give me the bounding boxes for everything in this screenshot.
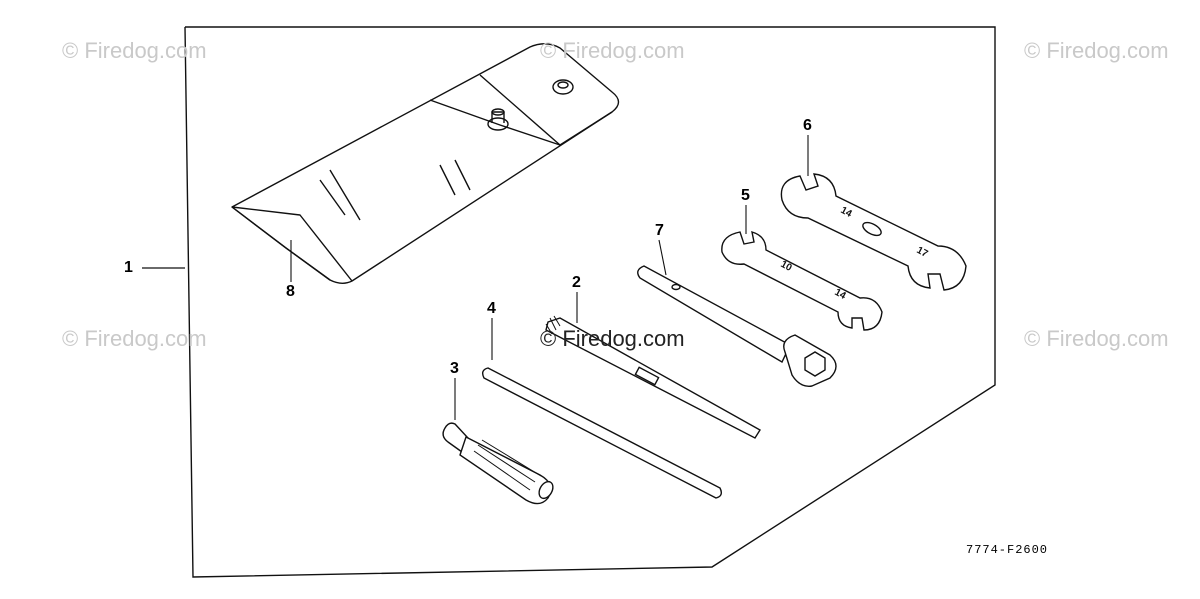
callout-5: 5 (741, 187, 750, 204)
screwdriver-handle (442, 422, 554, 505)
watermark-top-right: © Firedog.com (1024, 38, 1169, 63)
callout-1: 1 (124, 259, 133, 276)
open-wrench-small: 10 14 (721, 231, 883, 331)
watermark-mid-left: © Firedog.com (62, 326, 207, 351)
svg-text:14: 14 (833, 287, 848, 302)
callout-3: 3 (450, 360, 459, 377)
watermark-center: © Firedog.com (540, 326, 685, 351)
watermark-mid-right: © Firedog.com (1024, 326, 1169, 351)
socket-wrench (637, 265, 837, 387)
watermark-top-left: © Firedog.com (62, 38, 207, 63)
screwdriver-shaft (545, 315, 761, 439)
tool-bag (231, 43, 620, 284)
leader-line-7 (658, 239, 667, 276)
extension-rod (481, 367, 723, 499)
frame-outline (184, 26, 996, 578)
svg-text:17: 17 (915, 245, 930, 260)
open-wrench-large: 14 17 (780, 173, 967, 291)
callout-8: 8 (286, 283, 295, 300)
watermark-top-center: © Firedog.com (540, 38, 685, 63)
callout-6: 6 (803, 117, 812, 134)
svg-text:14: 14 (839, 205, 854, 220)
drawing-code: 7774-F2600 (966, 543, 1049, 557)
svg-text:10: 10 (779, 259, 794, 274)
callout-4: 4 (487, 300, 496, 317)
callout-7: 7 (655, 222, 664, 239)
callout-2: 2 (572, 274, 581, 291)
